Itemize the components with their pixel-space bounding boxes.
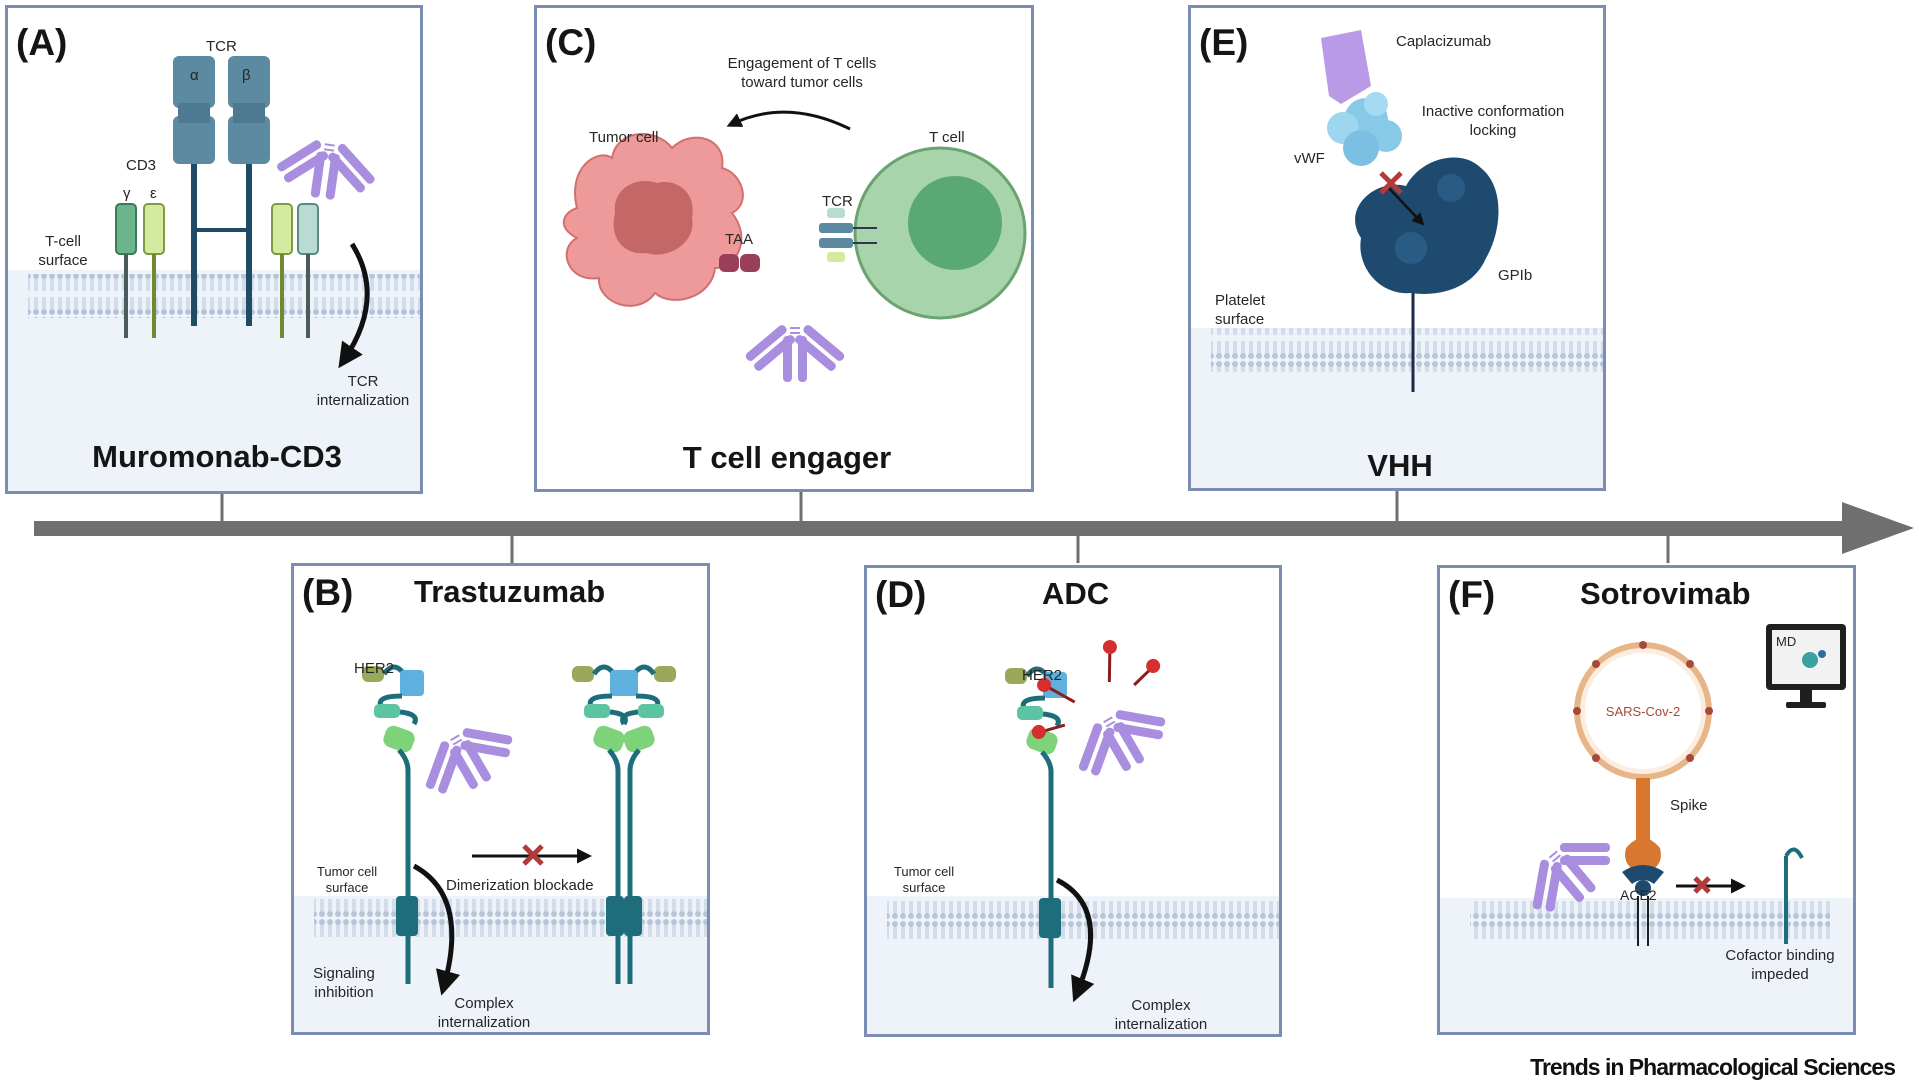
virus-icon <box>1573 641 1713 780</box>
tcr-receptor-icon <box>173 56 270 326</box>
panel-e-letter: (E) <box>1199 22 1249 63</box>
virus-label: SARS-Cov-2 <box>1605 704 1681 719</box>
panel-d-letter: (D) <box>875 574 927 615</box>
cell-membrane-icon <box>1470 900 1830 944</box>
curved-arrow-icon <box>1055 877 1095 1003</box>
tumor-cell-icon <box>562 133 744 307</box>
t-cell-icon <box>853 146 1027 320</box>
panel-b-letter: (B) <box>302 572 354 613</box>
vwf-label: vWF <box>1294 150 1325 167</box>
vwf-protein-icon <box>1327 92 1402 166</box>
panel-a-letter: (A) <box>16 22 68 63</box>
alpha-label: α <box>190 67 199 84</box>
nanobody-icon <box>1321 30 1371 104</box>
timeline-arrowhead-icon <box>1842 502 1914 554</box>
blocked-arrow-icon <box>472 844 592 866</box>
panel-f-title: Sotrovimab <box>1580 576 1751 611</box>
ace2-receptor-icon <box>1622 865 1664 946</box>
panel-c-letter: (C) <box>545 22 597 63</box>
blocked-arrow-icon <box>1676 876 1746 894</box>
drug-conjugate-antibody-icon <box>1031 640 1181 793</box>
panel-f-sotrovimab: (F) Sotrovimab MD SARS-Cov-2 Spike ACE2 … <box>1437 565 1856 1035</box>
cell-membrane-icon <box>314 898 707 942</box>
bispecific-antibody-icon <box>743 322 847 383</box>
tcr-label: TCR <box>206 38 237 55</box>
cell-membrane-icon <box>28 274 420 318</box>
panel-d-title: ADC <box>1042 576 1110 611</box>
panel-f-letter: (F) <box>1448 574 1496 615</box>
md-label: MD <box>1776 634 1797 649</box>
cd3-complex-icon <box>115 203 319 338</box>
her2-label: HER2 <box>1022 667 1063 684</box>
curved-arrow-icon <box>412 863 461 996</box>
spike-label: Spike <box>1670 797 1708 814</box>
cofactor-icon <box>1784 847 1804 944</box>
curved-arrow-icon <box>338 242 370 369</box>
taa-antigen-icon <box>719 254 760 272</box>
panel-e-title: VHH <box>1367 448 1433 483</box>
antibody-icon <box>270 132 382 207</box>
her2-receptor-icon <box>362 666 424 770</box>
figure-credit: Trends in Pharmacological Sciences <box>1530 1054 1896 1080</box>
tcr-label: TCR <box>822 193 853 210</box>
her2-label: HER2 <box>354 660 395 677</box>
gamma-label: γ <box>123 185 131 202</box>
antibody-icon <box>407 707 528 811</box>
t-cell-label: T cell <box>929 129 965 146</box>
her2-dimer-icon <box>572 666 676 984</box>
monitor-icon <box>1766 624 1846 708</box>
tcr-complex-icon <box>819 208 877 262</box>
panel-b-title: Trastuzumab <box>414 574 606 609</box>
taa-label: TAA <box>725 231 754 248</box>
gp1b-label: GPIb <box>1498 267 1533 284</box>
blocked-arrow-icon <box>1379 171 1425 226</box>
beta-label: β <box>242 67 251 84</box>
curved-arrow-icon <box>726 110 851 131</box>
cd3-label: CD3 <box>126 157 157 174</box>
epsilon-label: ε <box>150 185 157 202</box>
panel-a-title: Muromonab-CD3 <box>92 439 342 474</box>
panel-c-title: T cell engager <box>682 440 892 475</box>
spike-protein-icon <box>1625 778 1661 873</box>
tumor-cell-label: Tumor cell <box>589 129 659 146</box>
dimerization-blockade-label: Dimerization blockade <box>446 877 594 894</box>
caplacizumab-label: Caplacizumab <box>1396 33 1492 50</box>
ace2-label: ACE2 <box>1620 887 1657 903</box>
cell-membrane-icon <box>1211 328 1603 372</box>
